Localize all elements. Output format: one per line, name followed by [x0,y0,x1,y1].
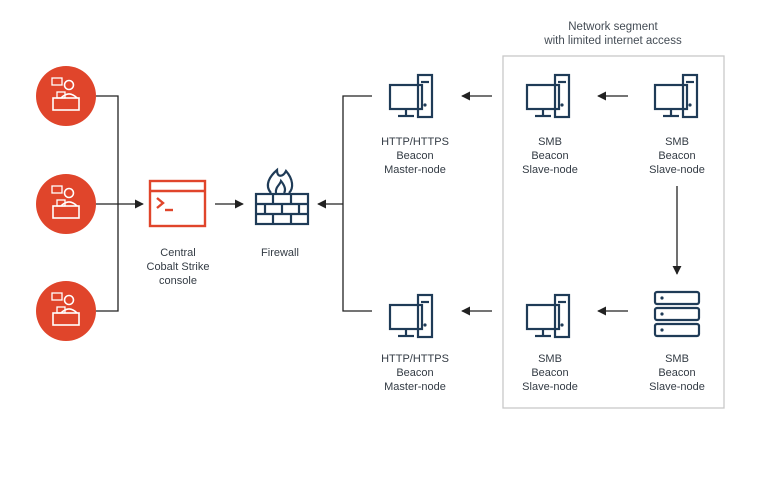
master-bottom-label-line2: Beacon [396,367,433,379]
operator-1 [36,66,96,126]
operator-at-desk-icon [36,174,96,234]
master-bottom-label-line3: Master-node [384,381,446,393]
slave-top-1-label-line2: Beacon [531,150,568,162]
firewall-label: Firewall [261,247,299,259]
slave-node-top-2: SMB Beacon Slave-node [649,73,705,176]
master-node-top: HTTP/HTTPS Beacon Master-node [381,73,449,176]
slave-top-2-label-line3: Slave-node [649,164,705,176]
desktop-computer-icon [388,73,434,119]
firewall-icon [254,167,310,226]
slave-bottom-1-label-line1: SMB [538,353,562,365]
server-rack-icon [653,290,701,338]
terminal-window-icon [148,179,207,228]
master-node-bottom: HTTP/HTTPS Beacon Master-node [381,293,449,393]
console-label-line2: Cobalt Strike [147,261,210,273]
slave-bottom-2-label-line3: Slave-node [649,381,705,393]
masters-connector [342,95,372,312]
slave-node-top-1: SMB Beacon Slave-node [522,73,578,176]
console-node: Central Cobalt Strike console [147,179,210,287]
operators-connector [96,95,119,312]
slave-top-2-label-line1: SMB [665,136,689,148]
segment-label-line2: with limited internet access [543,35,682,47]
desktop-computer-icon [525,293,571,339]
slave-bottom-2-label-line1: SMB [665,353,689,365]
operator-3 [36,281,96,341]
desktop-computer-icon [525,73,571,119]
slave-bottom-2-label-line2: Beacon [658,367,695,379]
slave-bottom-1-label-line3: Slave-node [522,381,578,393]
operator-at-desk-icon [36,66,96,126]
desktop-computer-icon [388,293,434,339]
slave-top-1-label-line1: SMB [538,136,562,148]
segment-label-line1: Network segment [568,21,658,33]
network-segment-box [502,55,725,409]
master-top-label-line2: Beacon [396,150,433,162]
master-top-label-line3: Master-node [384,164,446,176]
operator-2 [36,174,96,234]
slave-bottom-1-label-line2: Beacon [531,367,568,379]
slave-node-bottom-1: SMB Beacon Slave-node [522,293,578,393]
master-bottom-label-line1: HTTP/HTTPS [381,353,449,365]
desktop-computer-icon [653,73,699,119]
firewall-node: Firewall [254,167,310,259]
console-label-line3: console [159,275,197,287]
slave-top-1-label-line3: Slave-node [522,164,578,176]
operator-at-desk-icon [36,281,96,341]
console-label-line1: Central [160,247,195,259]
slave-top-2-label-line2: Beacon [658,150,695,162]
slave-node-bottom-2: SMB Beacon Slave-node [649,290,705,393]
master-top-label-line1: HTTP/HTTPS [381,136,449,148]
